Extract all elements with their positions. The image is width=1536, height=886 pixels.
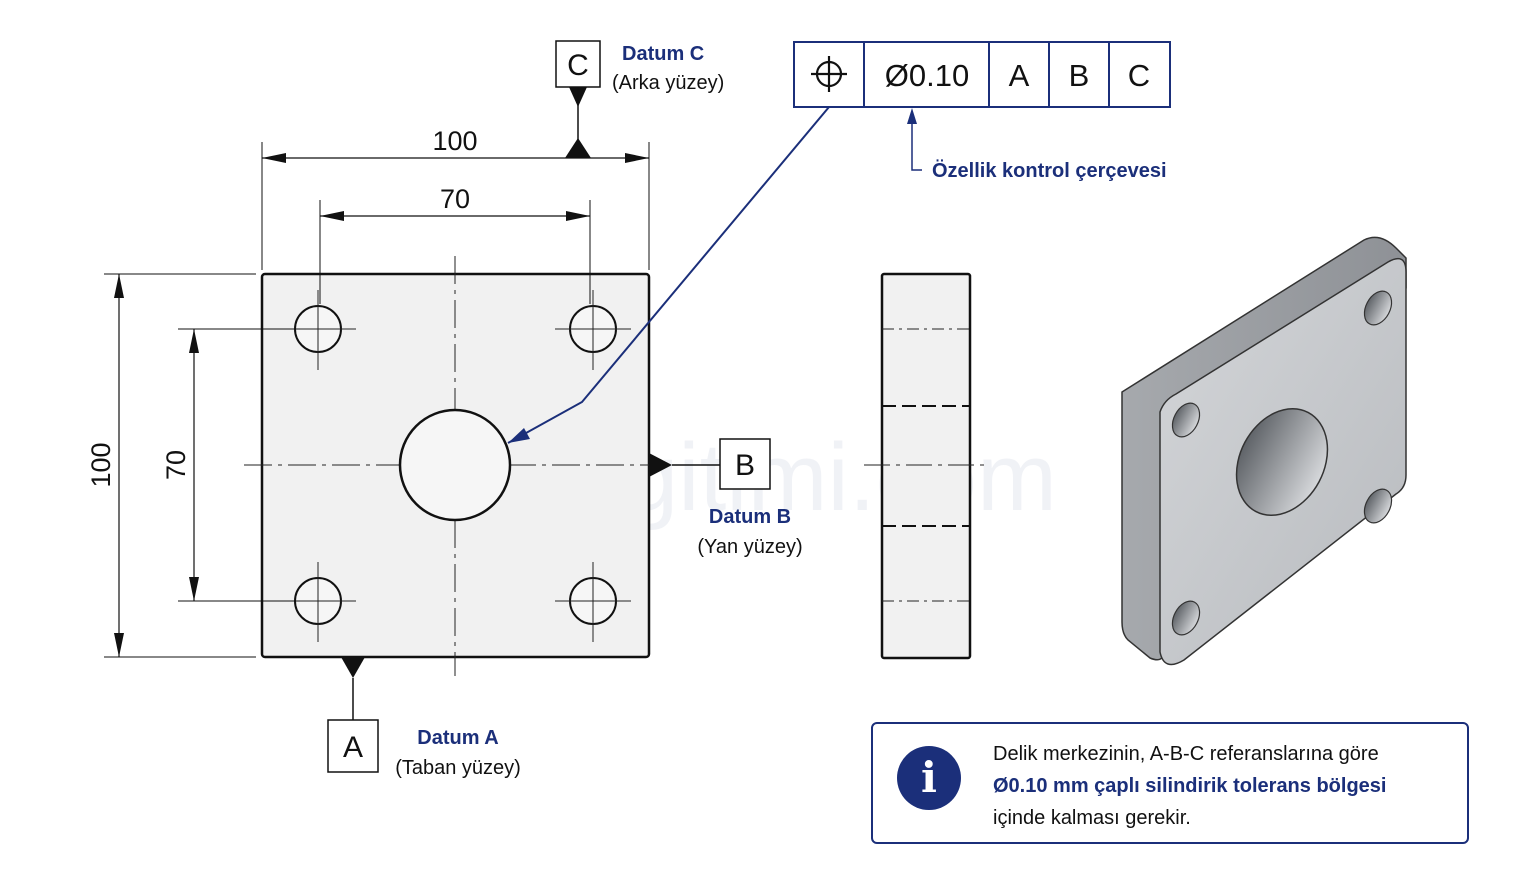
dimension-overall-height-label: 100 <box>86 442 116 487</box>
feature-control-frame: Ø0.10 A B C <box>793 41 1171 108</box>
fcf-callout: Özellik kontrol çerçevesi <box>907 108 1167 182</box>
fcf-datum-1: A <box>1009 58 1030 93</box>
datum-b-frame <box>719 438 771 490</box>
center-bore <box>398 408 512 522</box>
dimension-hole-spacing-y-label: 70 <box>161 450 191 480</box>
dimension-overall-width-label: 100 <box>432 126 477 156</box>
position-icon <box>811 56 847 92</box>
isometric-view <box>1121 236 1407 666</box>
info-line-2: Ø0.10 mm çaplı silindirik tolerans bölge… <box>993 775 1387 797</box>
info-icon: i <box>897 746 961 810</box>
dimension-overall-height: 100 <box>86 273 256 658</box>
info-text: Delik merkezinin, A-B-C referanslarına g… <box>993 738 1447 834</box>
datum-c-title: Datum C <box>622 43 704 65</box>
datum-a-title: Datum A <box>417 727 498 749</box>
info-box: i Delik merkezinin, A-B-C referanslarına… <box>871 722 1469 844</box>
datum-b: B Datum B (Yan yüzey) <box>649 438 803 558</box>
datum-a-subtitle: (Taban yüzey) <box>395 757 521 779</box>
datum-a-frame <box>327 719 379 773</box>
side-view-outline <box>880 272 972 660</box>
fcf-datum-3: C <box>1128 58 1150 93</box>
datum-b-letter: B <box>735 449 755 482</box>
side-view <box>864 272 990 660</box>
fcf-callout-text: Özellik kontrol çerçevesi <box>932 159 1167 182</box>
datum-b-subtitle: (Yan yüzey) <box>697 536 802 558</box>
datum-b-triangle <box>649 453 672 477</box>
fcf-tolerance: Ø0.10 <box>885 58 969 93</box>
bolt-hole-top-right <box>555 290 631 370</box>
dimension-hole-spacing-x-label: 70 <box>440 184 470 214</box>
dimension-hole-spacing-y: 70 <box>161 328 300 602</box>
info-line-1: Delik merkezinin, A-B-C referanslarına g… <box>993 743 1379 765</box>
info-line-3: içinde kalması gerekir. <box>993 807 1191 829</box>
fcf-datum-2: B <box>1069 58 1090 93</box>
datum-c-letter: C <box>567 49 589 82</box>
datum-c-triangle <box>565 138 591 158</box>
dimension-hole-spacing-x: 70 <box>319 184 591 304</box>
datum-a: A Datum A (Taban yüzey) <box>327 657 521 779</box>
datum-c-subtitle: (Arka yüzey) <box>612 72 724 94</box>
datum-a-triangle <box>341 657 365 678</box>
datum-c: C Datum C (Arka yüzey) <box>555 40 724 158</box>
front-view <box>244 256 712 676</box>
datum-b-title: Datum B <box>709 506 791 528</box>
datum-a-letter: A <box>343 731 363 764</box>
bolt-hole-top-left <box>280 290 356 370</box>
fcf-leader <box>507 106 830 444</box>
isometric-bore <box>1235 408 1329 516</box>
bolt-hole-bottom-right <box>555 562 631 642</box>
